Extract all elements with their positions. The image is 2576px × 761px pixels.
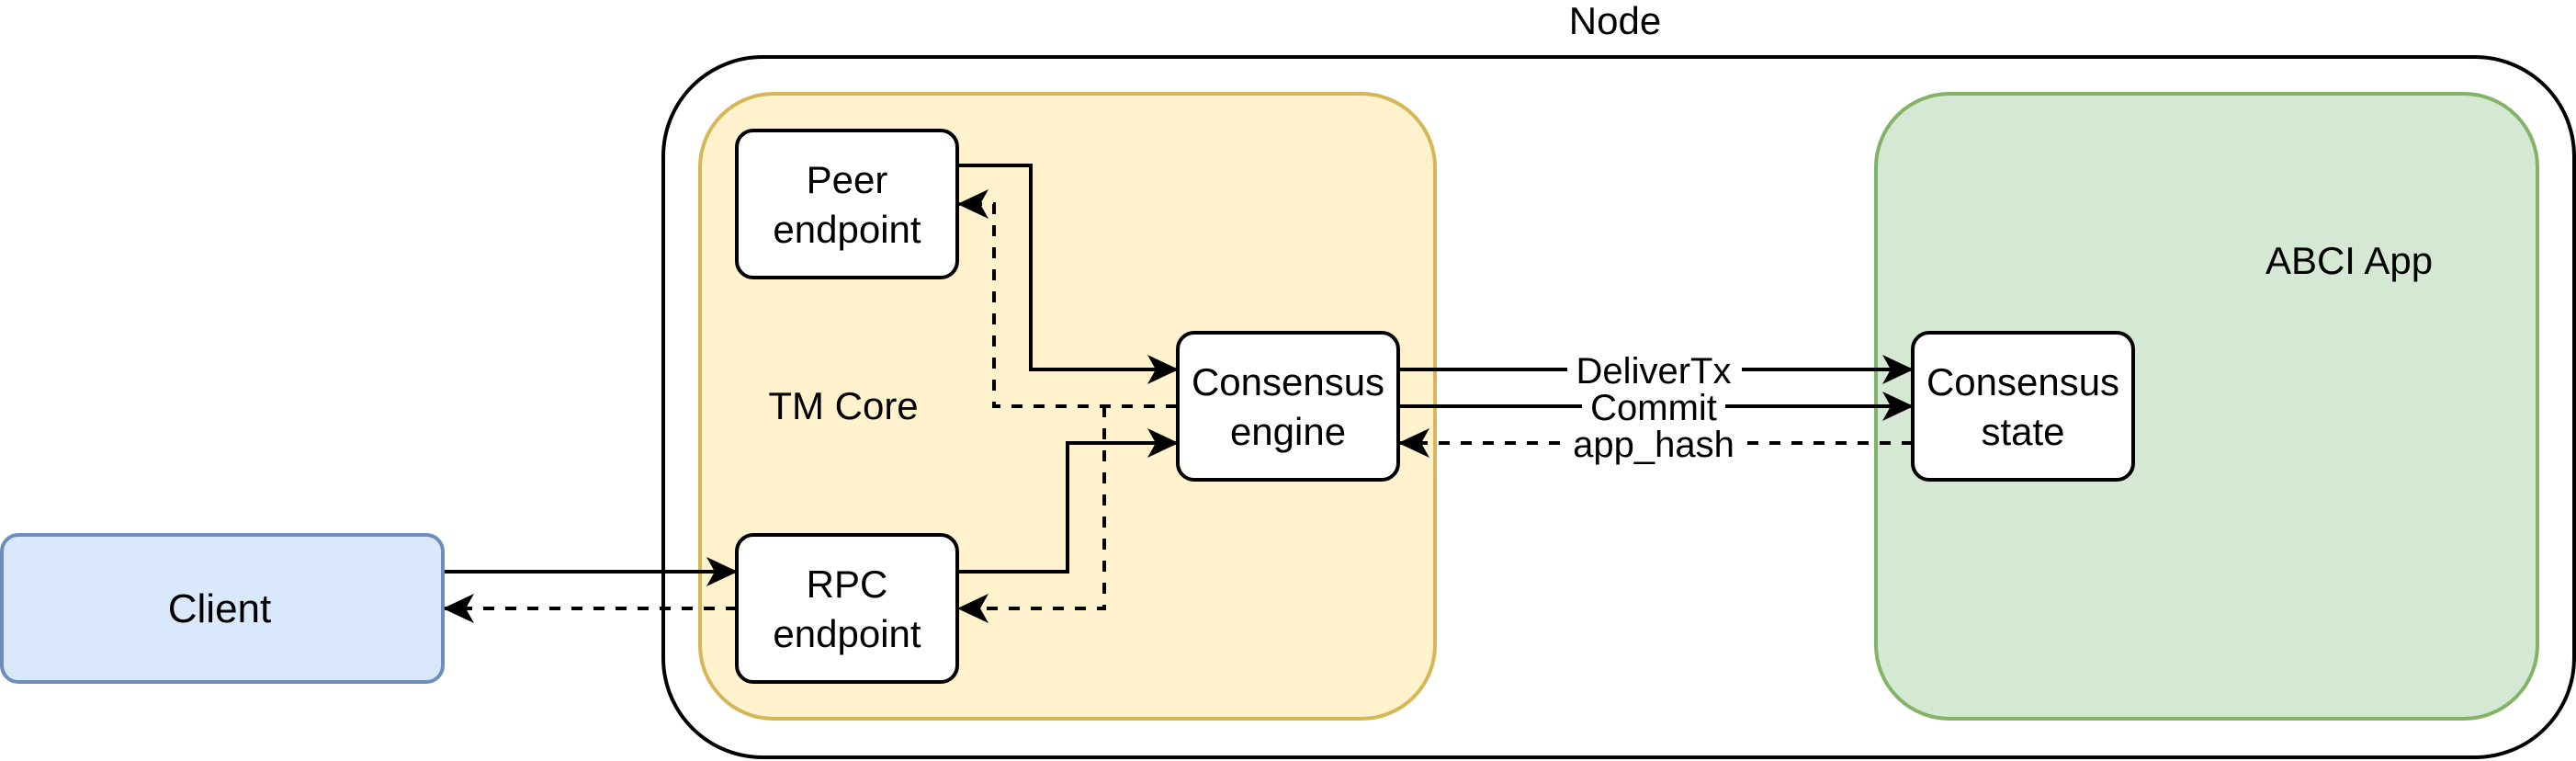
abci-app-label: ABCI App [2265, 239, 2433, 282]
consensus-engine-node: Consensus engine [1176, 331, 1400, 482]
edge-label-app-hash: app_hash [1573, 425, 1734, 465]
edge-label-commit: Commit [1590, 388, 1717, 428]
peer-endpoint-node: Peer endpoint [735, 129, 959, 279]
consensus-state-label-line2: state [1981, 410, 2064, 453]
consensus-state-node: Consensus state [1911, 331, 2135, 482]
client-label: Client [168, 586, 272, 631]
edge-engine-to-peer [957, 189, 1177, 408]
edge-label-delivertx: DeliverTx [1576, 351, 1732, 392]
peer-endpoint-label-line1: Peer [807, 158, 888, 201]
rpc-endpoint-label-line1: RPC [807, 562, 888, 606]
peer-endpoint-label-line2: endpoint [773, 208, 921, 251]
edge-rpc-to-engine [957, 428, 1179, 574]
rpc-endpoint-label-line2: endpoint [773, 612, 921, 655]
edges [443, 164, 1914, 623]
edge-labels: DeliverTx Commit app_hash [1562, 351, 1746, 465]
edge-peer-to-engine [957, 164, 1179, 384]
client-node: Client [0, 533, 445, 684]
consensus-engine-label-line2: engine [1230, 410, 1346, 453]
consensus-state-label-line1: Consensus [1926, 360, 2119, 403]
consensus-engine-label-line1: Consensus [1192, 360, 1384, 403]
rpc-endpoint-node: RPC endpoint [735, 533, 959, 684]
node-label: Node [1569, 0, 1661, 42]
tm-core-label: TM Core [768, 384, 918, 427]
edge-engine-to-rpc [957, 406, 1106, 623]
